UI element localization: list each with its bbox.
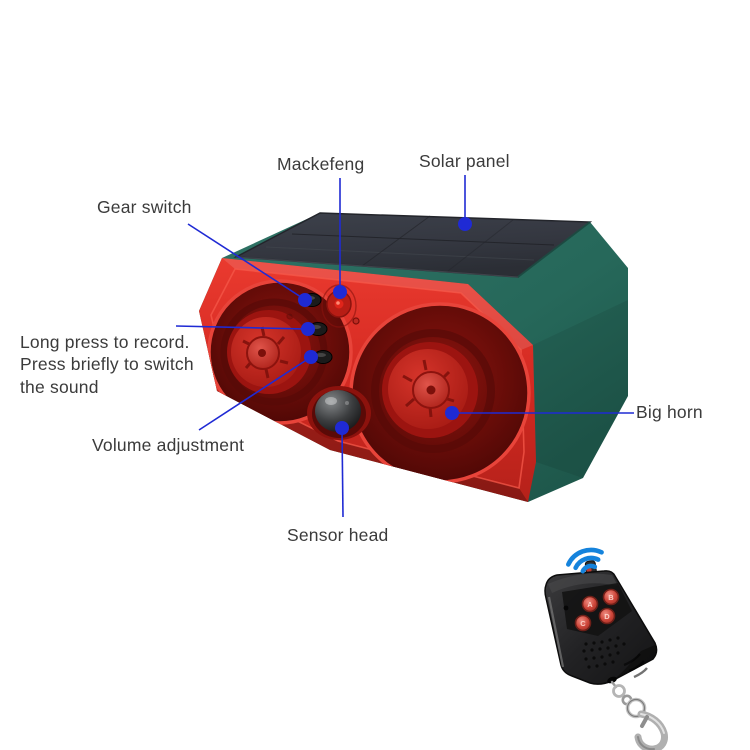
leader-lines bbox=[175, 175, 634, 518]
leader-dots bbox=[298, 217, 472, 435]
pir-sensor-dome bbox=[307, 386, 371, 440]
leader-line-gear-switch bbox=[187, 223, 305, 300]
screw bbox=[352, 317, 360, 325]
right-horn-speaker bbox=[349, 302, 531, 484]
svg-text:C: C bbox=[580, 619, 586, 628]
leader-dot-gear-switch bbox=[298, 293, 312, 307]
remote-button-a bbox=[581, 595, 599, 613]
label-mackefeng: Mackefeng bbox=[277, 154, 365, 174]
label-solar-panel: Solar panel bbox=[419, 151, 510, 171]
remote-grip-ridges bbox=[623, 653, 648, 679]
leader-line-sensor bbox=[341, 427, 344, 518]
leader-dot-record bbox=[301, 322, 315, 336]
alarm-device bbox=[199, 212, 628, 502]
remote-button-d bbox=[598, 607, 616, 625]
leader-line-volume bbox=[198, 356, 312, 431]
svg-text:B: B bbox=[608, 593, 614, 602]
svg-text:D: D bbox=[604, 612, 610, 621]
remote-button-b bbox=[602, 588, 620, 606]
remote-grille bbox=[582, 636, 626, 669]
svg-text:A: A bbox=[587, 600, 593, 609]
leader-dot-big-horn bbox=[445, 406, 459, 420]
left-horn-speaker bbox=[207, 279, 353, 425]
label-record-switch: Long press to record. Press briefly to s… bbox=[20, 332, 194, 397]
keychain bbox=[607, 676, 668, 750]
remote-button-c bbox=[574, 614, 592, 632]
leader-dot-solar-panel bbox=[458, 217, 472, 231]
lobster-clasp bbox=[634, 710, 668, 750]
remote-buttons: A B C D bbox=[574, 588, 620, 632]
remote-control: A B C D bbox=[544, 560, 668, 750]
remote-led bbox=[563, 605, 569, 611]
leader-line-record bbox=[175, 325, 308, 330]
screw bbox=[286, 312, 294, 320]
label-gear-switch: Gear switch bbox=[97, 197, 192, 217]
label-big-horn: Big horn bbox=[636, 402, 703, 422]
leader-dot-volume bbox=[304, 350, 318, 364]
label-sensor-head: Sensor head bbox=[287, 525, 389, 545]
leader-dot-sensor bbox=[335, 421, 349, 435]
label-volume-adjustment: Volume adjustment bbox=[92, 435, 245, 455]
wifi-signal-icon bbox=[566, 547, 604, 574]
leader-dot-mackefeng bbox=[333, 285, 347, 299]
microphone bbox=[321, 284, 357, 328]
